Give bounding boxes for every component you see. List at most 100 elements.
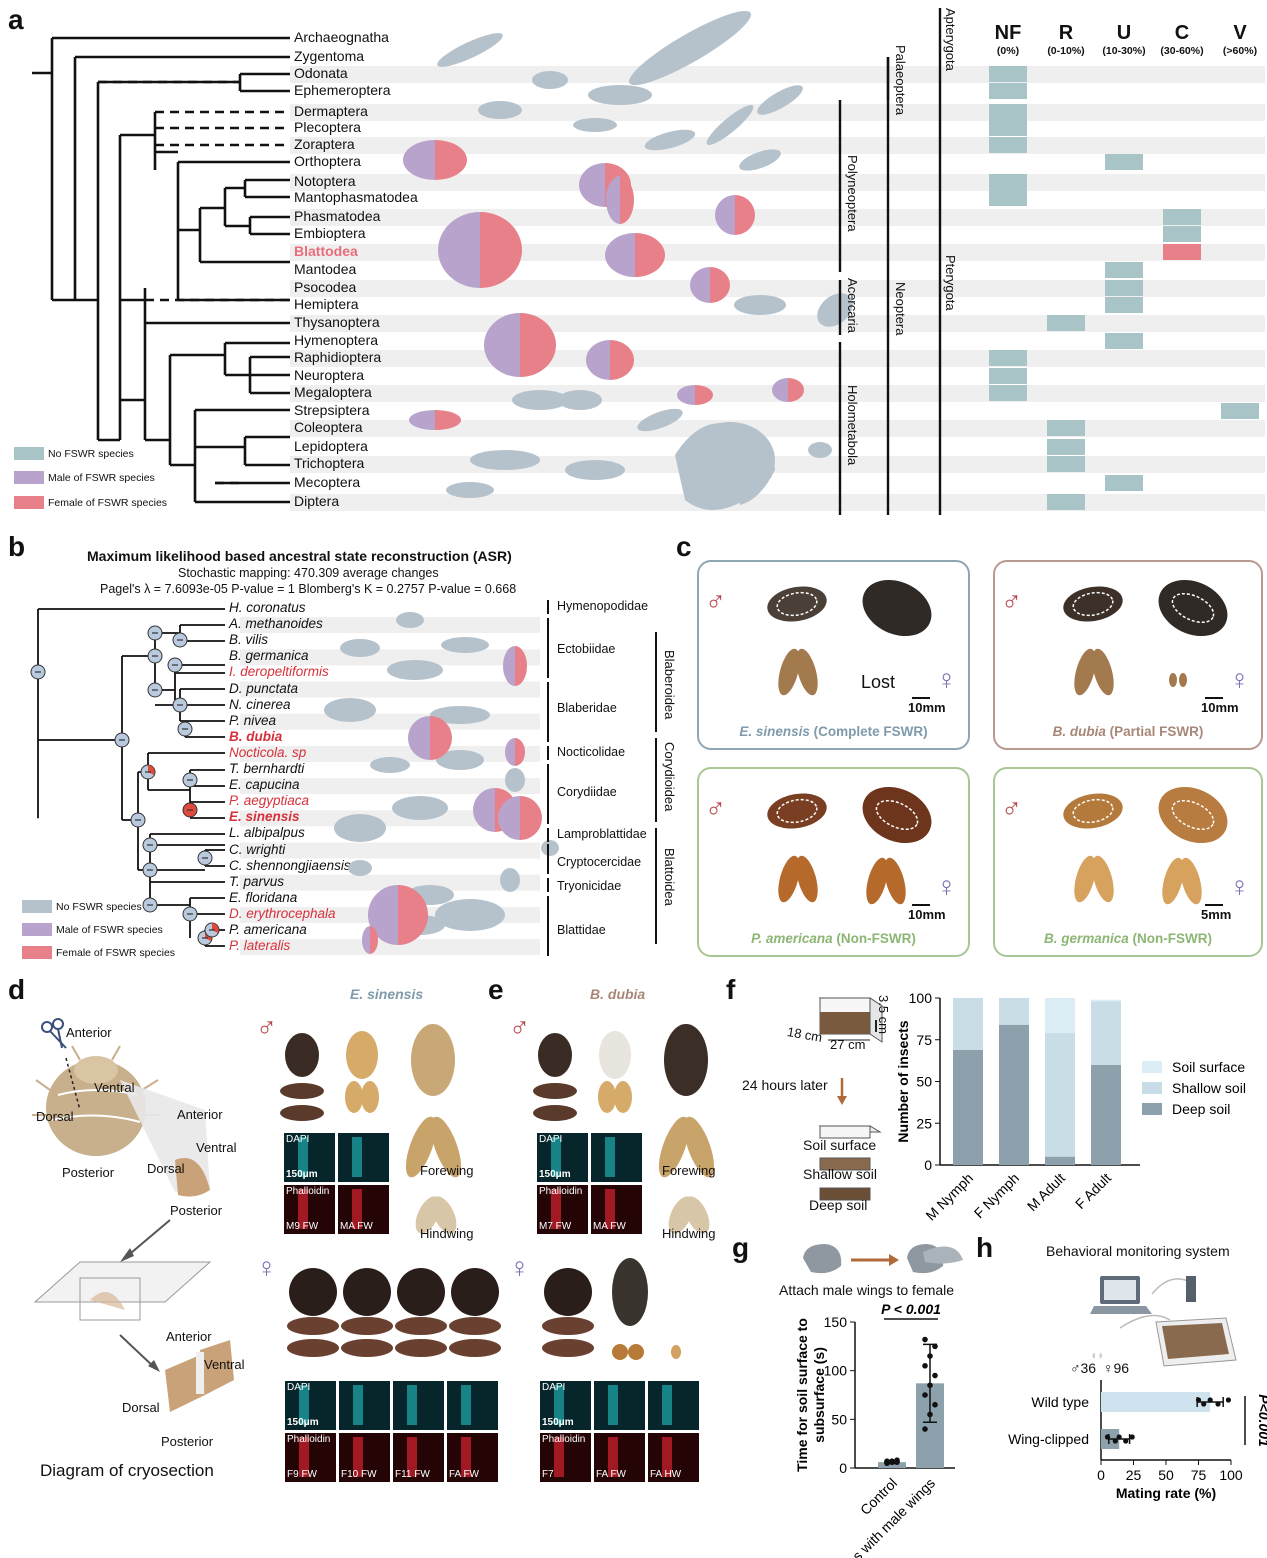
phalloidin-signal <box>298 1189 308 1229</box>
insect-silhouette <box>628 10 752 86</box>
phalloidin-micrograph <box>447 1433 498 1482</box>
column-name: U <box>1116 22 1132 44</box>
h-male-n: ♂36 <box>1070 1360 1097 1376</box>
d-label-dorsal-1: Dorsal <box>36 1109 74 1124</box>
scale-label: 10mm <box>908 700 946 715</box>
dapi-micrograph <box>648 1381 699 1430</box>
taxon-label: Zygentoma <box>294 48 365 64</box>
b-legend-label-no-fswr: No FSWR species <box>56 901 142 913</box>
b-tree-branch <box>150 849 225 883</box>
b-tree-branch <box>155 664 225 705</box>
male-symbol: ♂ <box>256 1012 277 1043</box>
scalebar-label: 150μm <box>539 1169 571 1180</box>
d-label-posterior-3: Posterior <box>161 1434 214 1449</box>
female-nymph <box>544 1268 592 1316</box>
dapi-micrograph <box>591 1133 642 1182</box>
phalloidin-micrograph <box>648 1433 699 1482</box>
family-label: Tryonicidae <box>557 879 622 893</box>
male-fswr-silhouette-half <box>484 313 520 377</box>
fswr-category-cell <box>1105 475 1143 491</box>
cockroach-silhouette <box>348 860 372 876</box>
column-range: (0-10%) <box>1047 45 1085 57</box>
g-data-point <box>932 1343 938 1350</box>
insect-silhouette <box>817 293 853 327</box>
fswr-category-cell <box>1105 297 1143 313</box>
g-data-point <box>922 1392 928 1398</box>
tile-label: F11 FW <box>395 1469 430 1480</box>
cockroach-silhouette <box>441 637 489 653</box>
forewing-pad <box>361 1081 379 1113</box>
card-caption: E. sinensis (Complete FSWR) <box>697 724 970 739</box>
g-data-point <box>889 1459 895 1465</box>
male-fswr-silhouette-half <box>605 233 635 277</box>
h-data-point <box>1195 1397 1202 1403</box>
g-data-point <box>927 1382 933 1389</box>
row-stripe <box>240 874 540 891</box>
phalloidin-label: Phalloidin <box>286 1186 330 1197</box>
taxon-label: Psocodea <box>294 279 357 295</box>
wing-outline <box>1072 798 1114 824</box>
female-forewing <box>884 857 906 905</box>
wing-outline <box>1072 591 1114 617</box>
taxon-label: Strepsiptera <box>294 402 370 418</box>
phalloidin-micrograph <box>591 1185 642 1234</box>
scalebar-label: 150μm <box>542 1417 574 1428</box>
tile-label: FA HW <box>650 1469 682 1480</box>
f-legend-label: Shallow soil <box>1172 1080 1246 1096</box>
fswr-category-cell <box>989 368 1027 384</box>
hindwing <box>431 1196 457 1234</box>
dapi-micrograph <box>284 1133 335 1182</box>
phalloidin-signal <box>352 1189 362 1229</box>
scale-label: 5mm <box>1201 907 1232 922</box>
h-data-point <box>1116 1434 1122 1440</box>
d-label-posterior-2: Posterior <box>170 1203 223 1218</box>
soil-box-diagram <box>818 997 884 1201</box>
wing-pad <box>395 1317 447 1335</box>
male-symbol: ♂ <box>1001 793 1022 824</box>
species-label: P. aegyptiaca <box>229 793 310 809</box>
wing-pad <box>341 1317 393 1335</box>
adult-specimen <box>664 1024 708 1096</box>
male-fswr-half <box>473 788 495 832</box>
column-header-r: R(0-10%) <box>1036 22 1096 57</box>
row-stripe <box>290 420 1265 437</box>
f-x-tick-label: M Adult <box>1024 1170 1068 1214</box>
g-data-point <box>927 1411 933 1418</box>
wing-outline <box>776 798 818 824</box>
adult-specimen <box>411 1024 455 1096</box>
panel-b-phylogeny <box>30 608 225 947</box>
female-specimen <box>1158 786 1228 844</box>
clade-polyneoptera: Polyneoptera <box>845 155 860 232</box>
f-y-tick-label: 0 <box>924 1157 932 1173</box>
h-data-point <box>1225 1397 1231 1403</box>
phalloidin-micrograph <box>393 1433 444 1482</box>
wing-pad <box>533 1105 577 1121</box>
g-data-point <box>932 1401 938 1408</box>
f-bar-soil-surface <box>1091 999 1121 1002</box>
row-stripe <box>290 244 1265 261</box>
h-data-point <box>1123 1438 1129 1444</box>
species-label: I. deropeltiformis <box>229 664 329 680</box>
species-label: E. sinensis <box>229 809 300 825</box>
cockroach-silhouette <box>541 840 559 856</box>
h-data-point <box>1201 1401 1207 1407</box>
phalloidin-signal <box>608 1437 618 1477</box>
asr-title: Maximum likelihood based ancestral state… <box>87 548 512 564</box>
fswr-category-cell <box>989 120 1027 136</box>
nymph-specimen <box>538 1033 572 1077</box>
female-specimen <box>862 579 932 637</box>
insect-silhouette <box>808 442 832 458</box>
h-x-tick-label: 100 <box>1219 1467 1243 1483</box>
female-fswr-silhouette-half <box>788 378 804 402</box>
scale-label: 10mm <box>908 907 946 922</box>
dapi-micrograph <box>285 1381 336 1430</box>
female-fswr-half <box>370 926 378 954</box>
tile-label: FA FW <box>449 1469 479 1480</box>
g-data-point <box>922 1363 928 1369</box>
taxon-label: Hymenoptera <box>294 332 379 348</box>
male-fswr-half <box>505 738 515 766</box>
taxon-label: Notoptera <box>294 173 356 189</box>
family-label: Cryptocercidae <box>557 855 642 869</box>
row-stripe <box>240 778 540 795</box>
dapi-micrograph <box>339 1381 390 1430</box>
